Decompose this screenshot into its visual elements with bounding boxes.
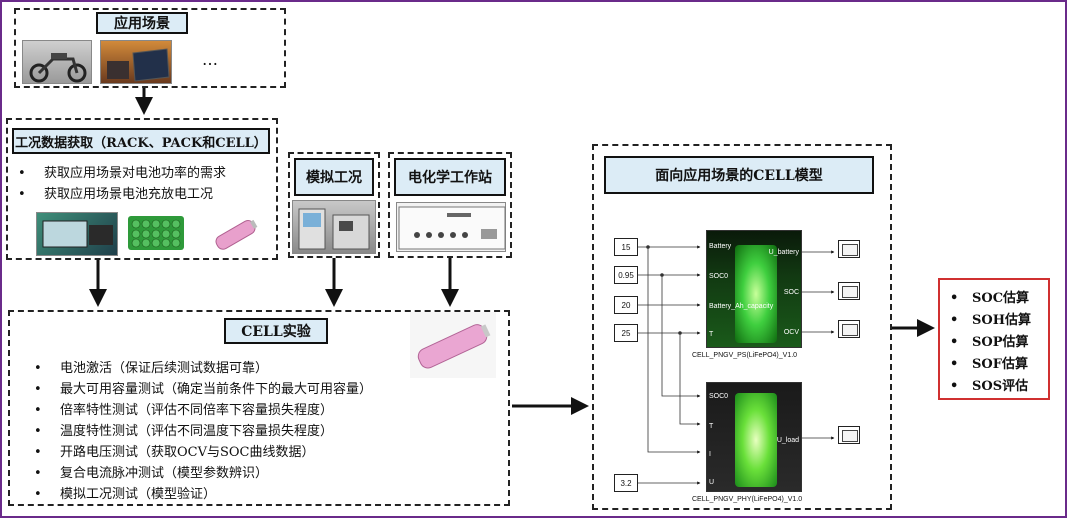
wire-junction xyxy=(646,245,650,249)
experiment-item: 电池激活（保证后续测试数据可靠） xyxy=(34,358,372,379)
port-label: U_load xyxy=(776,437,799,444)
battery-model-block-1: Battery SOC0 Battery_Ah_capacity T U_bat… xyxy=(706,230,802,348)
signal-wire xyxy=(661,275,701,398)
acquisition-title: 工况数据获取（RACK、PACK和CELL） xyxy=(12,128,270,154)
experiment-item: 最大可用容量测试（确定当前条件下的最大可用容量） xyxy=(34,379,372,400)
port-label: SOC xyxy=(783,289,799,296)
scenario-ellipsis: … xyxy=(202,50,218,69)
acquisition-item: 获取应用场景对电池功率的需求 xyxy=(18,163,226,184)
wire-junction xyxy=(678,331,682,335)
output-item: SOS评估 xyxy=(950,376,1048,398)
block-label: CELL_PNGV_PHY(LiFePO4)_V1.0 xyxy=(692,496,803,503)
scope-block xyxy=(838,240,860,258)
signal-wire xyxy=(647,247,701,454)
experiment-item: 温度特性测试（评估不同温度下容量损失程度） xyxy=(34,421,372,442)
simulation-box xyxy=(288,152,380,258)
workstation-photo xyxy=(396,202,506,252)
wire-junction xyxy=(660,273,664,277)
scenario-box xyxy=(14,8,286,88)
constant-block: 20 xyxy=(614,296,638,314)
cylindrical-cell-photo xyxy=(210,214,260,254)
port-label: U xyxy=(709,479,715,486)
electrochem-title: 电化学工作站 xyxy=(394,158,506,196)
experiment-item: 倍率特性测试（评估不同倍率下容量损失程度） xyxy=(34,400,372,421)
cell-experiment-box xyxy=(8,310,510,506)
output-item: SOC估算 xyxy=(950,288,1048,310)
simulation-title: 模拟工况 xyxy=(294,158,374,196)
port-label: U_battery xyxy=(768,249,799,256)
experiment-item: 开路电压测试（获取OCV与SOC曲线数据） xyxy=(34,442,372,463)
scope-block xyxy=(838,426,860,444)
scenario-title: 应用场景 xyxy=(96,12,188,34)
constant-block: 15 xyxy=(614,238,638,256)
port-label: SOC0 xyxy=(709,393,729,400)
cell-experiment-list: 电池激活（保证后续测试数据可靠） 最大可用容量测试（确定当前条件下的最大可用容量… xyxy=(34,358,372,505)
acquisition-list: 获取应用场景对电池功率的需求 获取应用场景电池充放电工况 xyxy=(18,163,226,205)
port-label: Battery_Ah_capacity xyxy=(709,303,774,310)
cell-experiment-title: CELL实验 xyxy=(224,318,328,344)
electrochem-box xyxy=(388,152,512,258)
port-label: OCV xyxy=(783,329,799,336)
port-label: T xyxy=(709,423,714,430)
test-chamber-photo xyxy=(292,200,376,254)
block-label: CELL_PNGV_PS(LiFePO4)_V1.0 xyxy=(692,352,798,359)
port-label: Battery xyxy=(709,243,732,250)
output-item: SOF估算 xyxy=(950,354,1048,376)
scooter-photo xyxy=(22,40,92,84)
scope-block xyxy=(838,320,860,338)
battery-model-block-2: SOC0 T I U U_load xyxy=(706,382,802,492)
experiment-item: 复合电流脉冲测试（模型参数辨识） xyxy=(34,463,372,484)
cell-module-photo xyxy=(124,210,188,256)
constant-block: 25 xyxy=(614,324,638,342)
port-label: SOC0 xyxy=(709,273,729,280)
pink-cell-photo xyxy=(410,312,496,378)
port-label: I xyxy=(709,451,711,458)
scope-block xyxy=(838,282,860,300)
output-item: SOH估算 xyxy=(950,310,1048,332)
acquisition-item: 获取应用场景电池充放电工况 xyxy=(18,184,226,205)
model-box xyxy=(592,144,892,510)
battery-pack-photo xyxy=(36,212,118,256)
signal-wire xyxy=(679,333,701,426)
battery-cell-graphic xyxy=(735,245,777,343)
constant-block: 3.2 xyxy=(614,474,638,492)
constant-block: 0.95 xyxy=(614,266,638,284)
solar-station-photo xyxy=(100,40,172,84)
outputs-box: SOC估算 SOH估算 SOP估算 SOF估算 SOS评估 xyxy=(938,278,1050,400)
battery-cell-graphic xyxy=(735,393,777,487)
port-label: T xyxy=(709,331,714,338)
experiment-item: 模拟工况测试（模型验证） xyxy=(34,484,372,505)
output-item: SOP估算 xyxy=(950,332,1048,354)
model-title: 面向应用场景的CELL模型 xyxy=(604,156,874,194)
acquisition-box xyxy=(6,118,278,260)
